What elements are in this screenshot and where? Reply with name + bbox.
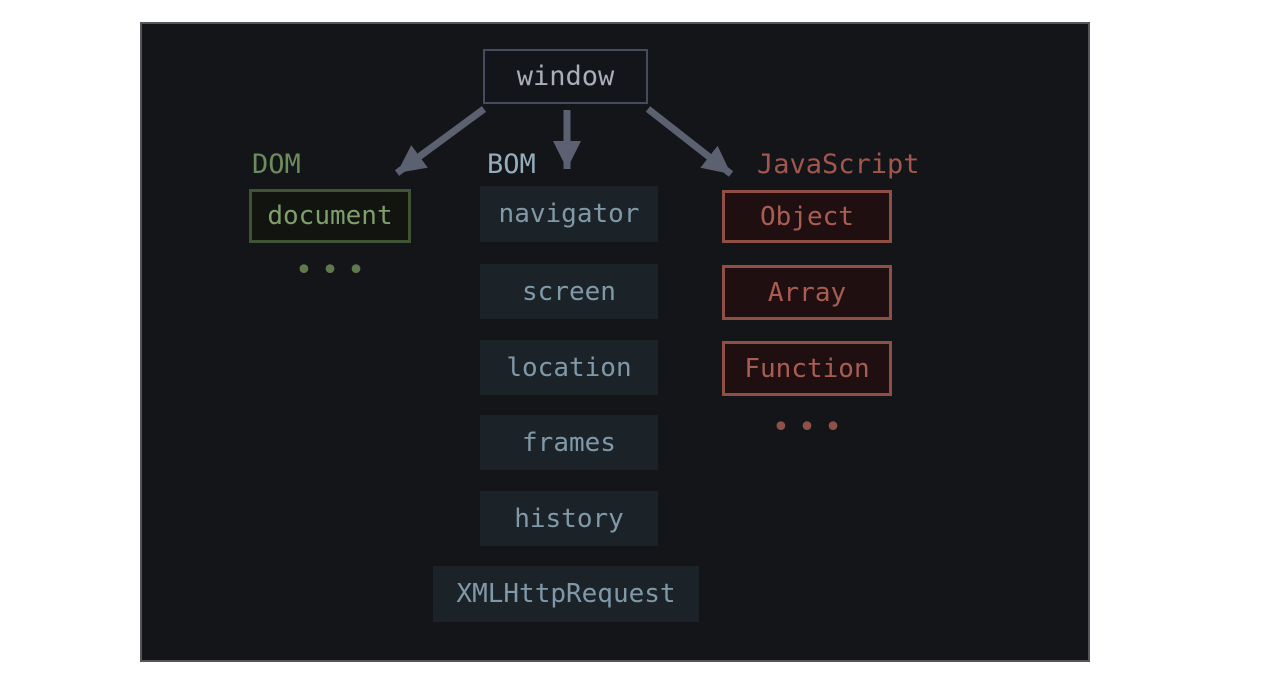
node-history-label: history bbox=[514, 503, 624, 534]
node-object-label: Object bbox=[760, 201, 854, 232]
javascript-ellipsis-dots: ••• bbox=[771, 410, 851, 445]
node-frames-label: frames bbox=[522, 427, 616, 458]
node-navigator: navigator bbox=[480, 186, 658, 242]
arrow-window-to-dom bbox=[394, 106, 487, 176]
node-screen-label: screen bbox=[522, 276, 616, 307]
node-object: Object bbox=[722, 190, 892, 243]
column-label-bom: BOM bbox=[487, 149, 536, 180]
arrow-window-to-javascript bbox=[645, 106, 734, 177]
node-navigator-label: navigator bbox=[498, 199, 640, 229]
node-function: Function bbox=[722, 341, 892, 396]
column-label-javascript: JavaScript bbox=[757, 149, 920, 180]
node-history: history bbox=[480, 491, 658, 546]
window-node-label: window bbox=[516, 61, 615, 92]
node-screen: screen bbox=[480, 264, 658, 319]
node-array: Array bbox=[722, 265, 892, 320]
diagram-panel: window DOM BOM JavaScript document ••• n… bbox=[140, 22, 1090, 662]
node-xmlhttprequest-label: XMLHttpRequest bbox=[456, 579, 676, 609]
node-array-label: Array bbox=[767, 277, 847, 308]
tree-arrows bbox=[394, 106, 734, 177]
node-xmlhttprequest: XMLHttpRequest bbox=[433, 566, 699, 622]
column-label-dom: DOM bbox=[252, 149, 301, 180]
node-location: location bbox=[480, 340, 658, 395]
window-node: window bbox=[483, 49, 648, 104]
node-function-label: Function bbox=[744, 353, 870, 384]
dom-ellipsis-dots: ••• bbox=[294, 253, 374, 288]
node-document-label: document bbox=[267, 201, 393, 231]
node-location-label: location bbox=[506, 352, 632, 383]
node-document: document bbox=[249, 189, 411, 243]
node-frames: frames bbox=[480, 415, 658, 470]
